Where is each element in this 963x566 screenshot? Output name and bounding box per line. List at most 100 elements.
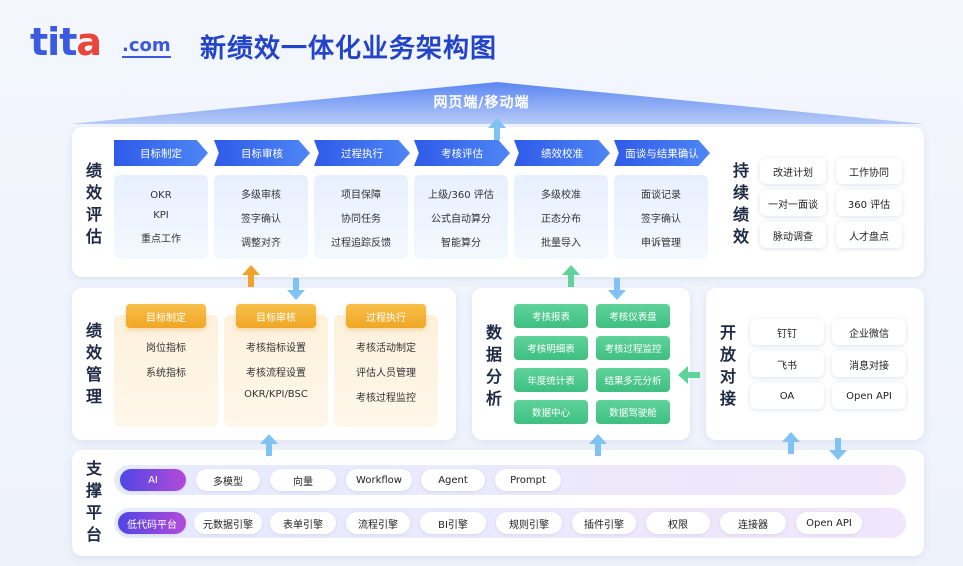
list-item: 上级/360 评估 <box>428 189 494 201</box>
list-item: OKR/KPI/BSC <box>244 389 308 400</box>
open-title: 开放 对接 <box>719 323 736 408</box>
ai-badge[interactable]: AI <box>120 469 186 491</box>
support-item[interactable]: 表单引擎 <box>270 512 336 534</box>
management-card-goal-review: 考核指标设置 考核流程设置 OKR/KPI/BSC <box>224 315 328 427</box>
logo-wordmark: tita <box>30 20 102 64</box>
list-item: 多级校准 <box>541 189 581 201</box>
analysis-item[interactable]: 结果多元分析 <box>596 368 670 392</box>
list-item: KPI <box>153 209 169 221</box>
list-item: 考核活动制定 <box>356 343 416 354</box>
open-item[interactable]: 飞书 <box>750 351 824 377</box>
arrow-down-icon <box>287 278 305 300</box>
list-item: 岗位指标 <box>146 343 186 354</box>
support-item[interactable]: 插件引擎 <box>572 512 636 534</box>
step-assessment[interactable]: 考核评估 <box>414 140 510 166</box>
list-item: 评估人员管理 <box>356 368 416 379</box>
arrow-left-icon <box>678 366 700 384</box>
support-item[interactable]: Open API <box>796 512 862 534</box>
support-item[interactable]: 向量 <box>270 469 336 491</box>
eval-card-calibration: 多级校准 正态分布 批量导入 <box>514 175 608 259</box>
support-item[interactable]: 规则引擎 <box>496 512 562 534</box>
open-item[interactable]: 钉钉 <box>750 319 824 345</box>
step-goal-setting[interactable]: 目标制定 <box>114 140 208 166</box>
continuous-title: 持续 绩效 <box>732 161 749 246</box>
continuous-item[interactable]: 脉动调查 <box>760 222 826 248</box>
open-item[interactable]: 企业微信 <box>832 319 906 345</box>
list-item: 签字确认 <box>641 213 681 225</box>
platform-roof <box>70 82 925 124</box>
analysis-item[interactable]: 数据驾驶舱 <box>596 400 670 424</box>
step-interview-confirmation[interactable]: 面谈与结果确认 <box>614 140 710 166</box>
list-item: 系统指标 <box>146 368 186 379</box>
list-item: 公式自动算分 <box>431 213 491 225</box>
eval-card-assessment: 上级/360 评估 公式自动算分 智能算分 <box>414 175 508 259</box>
logo-domain: .com <box>122 35 171 58</box>
open-item[interactable]: 消息对接 <box>832 351 906 377</box>
evaluation-title: 绩效 评估 <box>85 161 102 246</box>
step-calibration[interactable]: 绩效校准 <box>514 140 610 166</box>
analysis-item[interactable]: 考核明细表 <box>514 336 588 360</box>
management-head-goal-review[interactable]: 目标审核 <box>236 304 316 328</box>
continuous-item[interactable]: 人才盘点 <box>836 222 902 248</box>
analysis-item[interactable]: 年度统计表 <box>514 368 588 392</box>
arrow-up-icon <box>782 432 800 454</box>
tita-logo: tita .com <box>30 22 180 70</box>
support-item[interactable]: 连接器 <box>720 512 786 534</box>
management-title: 绩效 管理 <box>85 321 102 406</box>
arrow-down-icon <box>829 438 847 460</box>
step-goal-review[interactable]: 目标审核 <box>214 140 310 166</box>
list-item: 智能算分 <box>441 237 481 249</box>
list-item: 多级审核 <box>241 189 281 201</box>
list-item: 协同任务 <box>341 213 381 225</box>
arrow-up-icon <box>589 434 607 456</box>
list-item: 调整对齐 <box>241 237 281 249</box>
open-item[interactable]: Open API <box>832 383 906 409</box>
support-item[interactable]: Workflow <box>346 469 412 491</box>
arrow-up-icon <box>562 265 580 287</box>
management-card-goal-setting: 岗位指标 系统指标 <box>114 315 218 427</box>
management-head-process-execution[interactable]: 过程执行 <box>346 304 426 328</box>
support-title: 支撑 平台 <box>85 459 102 544</box>
list-item: 考核过程监控 <box>356 393 416 404</box>
arrow-up-icon <box>260 434 278 456</box>
management-head-goal-setting[interactable]: 目标制定 <box>126 304 206 328</box>
analysis-item[interactable]: 考核过程监控 <box>596 336 670 360</box>
list-item: 批量导入 <box>541 237 581 249</box>
list-item: 重点工作 <box>141 233 181 245</box>
support-item[interactable]: Prompt <box>495 469 561 491</box>
list-item: 签字确认 <box>241 213 281 225</box>
management-card-process-execution: 考核活动制定 评估人员管理 考核过程监控 <box>334 315 438 427</box>
continuous-item[interactable]: 360 评估 <box>836 190 902 216</box>
page-title: 新绩效一体化业务架构图 <box>200 34 498 64</box>
analysis-item[interactable]: 数据中心 <box>514 400 588 424</box>
eval-card-goal-review: 多级审核 签字确认 调整对齐 <box>214 175 308 259</box>
list-item: 过程追踪反馈 <box>331 237 391 249</box>
continuous-item[interactable]: 一对一面谈 <box>760 190 826 216</box>
support-item[interactable]: 流程引擎 <box>346 512 410 534</box>
list-item: 考核流程设置 <box>246 368 306 379</box>
support-item[interactable]: 元数据引擎 <box>194 512 262 534</box>
arrow-up-icon <box>488 118 506 140</box>
list-item: 正态分布 <box>541 213 581 225</box>
continuous-item[interactable]: 改进计划 <box>760 158 826 184</box>
open-item[interactable]: OA <box>750 383 824 409</box>
eval-card-goal-setting: OKR KPI 重点工作 <box>114 175 208 259</box>
analysis-item[interactable]: 考核仪表盘 <box>596 304 670 328</box>
arrow-up-icon <box>242 265 260 287</box>
lowcode-badge[interactable]: 低代码平台 <box>118 512 186 534</box>
list-item: OKR <box>150 189 172 201</box>
roof-label: 网页端/移动端 <box>433 95 530 111</box>
list-item: 考核指标设置 <box>246 343 306 354</box>
list-item: 申诉管理 <box>641 237 681 249</box>
list-item: 面谈记录 <box>641 189 681 201</box>
step-process-execution[interactable]: 过程执行 <box>314 140 410 166</box>
support-item[interactable]: BI引擎 <box>420 512 486 534</box>
support-item[interactable]: 多模型 <box>196 469 260 491</box>
eval-card-interview: 面谈记录 签字确认 申诉管理 <box>614 175 708 259</box>
support-item[interactable]: 权限 <box>646 512 710 534</box>
support-item[interactable]: Agent <box>421 469 485 491</box>
continuous-item[interactable]: 工作协同 <box>836 158 902 184</box>
arrow-down-icon <box>608 278 626 300</box>
eval-card-process-execution: 项目保障 协同任务 过程追踪反馈 <box>314 175 408 259</box>
analysis-item[interactable]: 考核报表 <box>514 304 588 328</box>
